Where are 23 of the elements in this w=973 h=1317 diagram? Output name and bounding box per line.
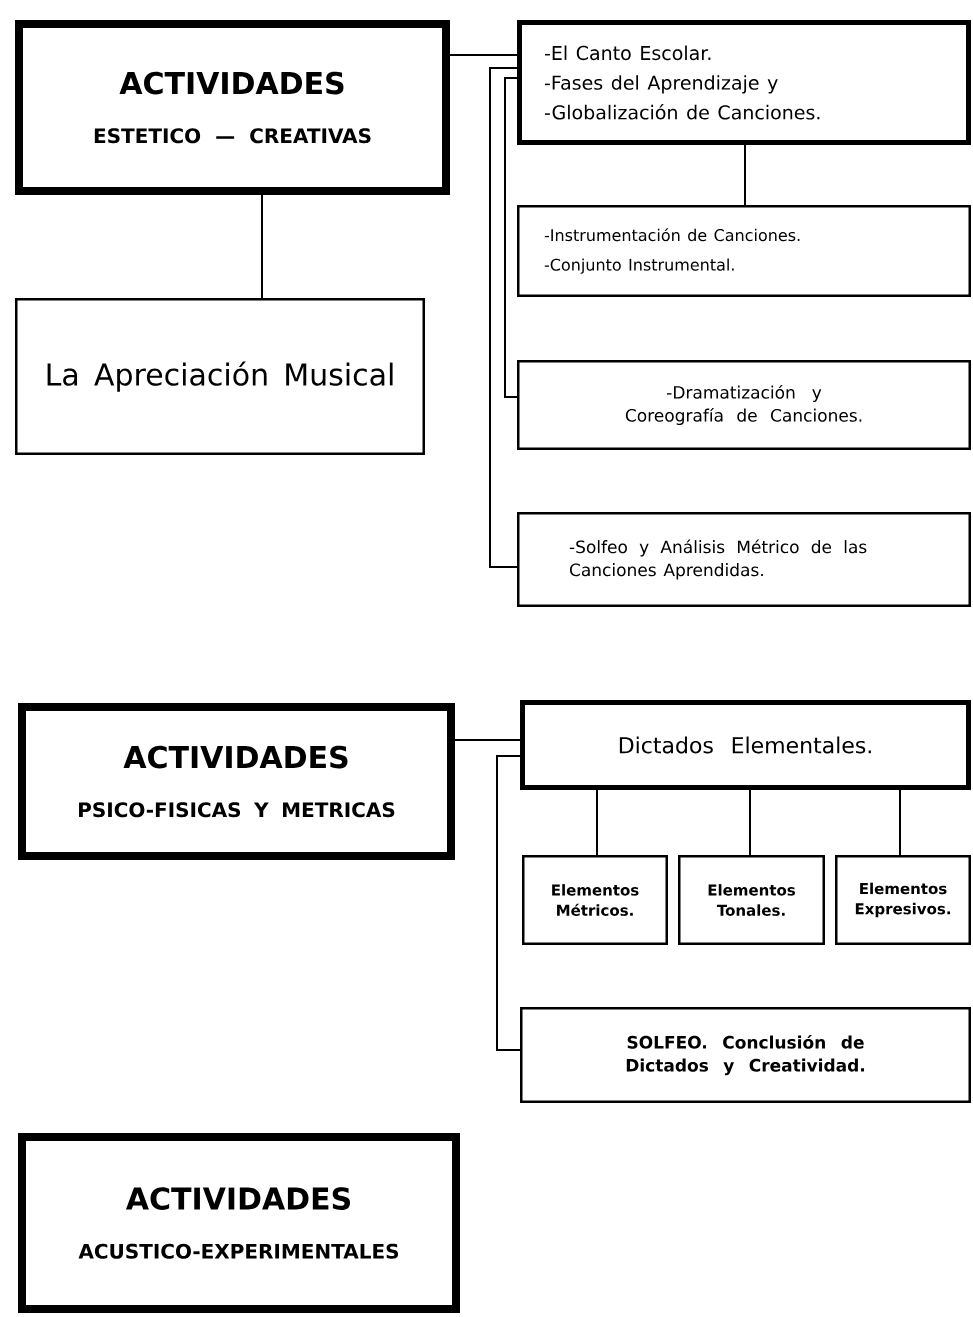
text-box: SOLFEO. Conclusión de Dictados y Creatividad. <box>520 1007 971 1103</box>
connector-line <box>489 67 518 568</box>
text-box: ACTIVIDADES ACUSTICO-EXPERIMENTALES <box>18 1133 460 1313</box>
connector-line <box>596 789 598 856</box>
connector-line <box>744 144 746 206</box>
connector-line <box>496 755 521 1051</box>
text-box: -Dramatización y Coreografía de Canciones. <box>517 360 971 450</box>
connector-line <box>449 54 518 56</box>
connector-line <box>749 789 751 856</box>
text-box: Elementos Expresivos. <box>835 855 971 945</box>
text-box: -Instrumentación de Canciones. -Conjunto Instrumental. <box>517 205 971 297</box>
connector-line <box>261 194 263 299</box>
text-box: La Apreciación Musical <box>15 298 425 455</box>
connector-line <box>454 739 521 741</box>
text-box: ACTIVIDADES ESTETICO — CREATIVAS <box>15 20 450 195</box>
text-box: Elementos Métricos. <box>522 855 668 945</box>
connector-line <box>504 77 518 398</box>
text-box: -Solfeo y Análisis Métrico de las Canciones Aprendidas. <box>517 512 971 607</box>
text-box: -El Canto Escolar. -Fases del Aprendizaje y -Globalización de Canciones. <box>517 20 971 145</box>
connector-line <box>899 789 901 856</box>
text-box: Dictados Elementales. <box>520 700 971 790</box>
text-box: Elementos Tonales. <box>678 855 825 945</box>
text-box: ACTIVIDADES PSICO-FISICAS Y METRICAS <box>18 703 455 860</box>
